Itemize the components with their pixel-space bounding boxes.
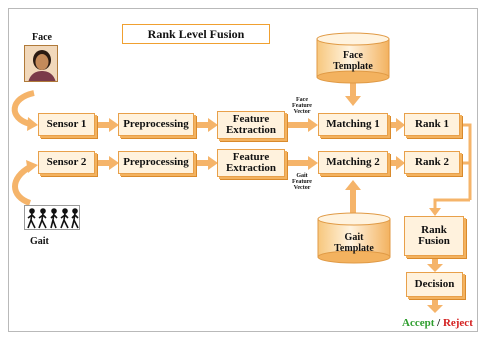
matching-1-box: Matching 1 (318, 113, 388, 136)
arrow-ranks-to-fusion (433, 123, 472, 210)
preprocessing-1-label: Preprocessing (123, 118, 189, 130)
sensor-1-label: Sensor 1 (46, 118, 87, 130)
arrow-preprocessing2-to-feature (194, 156, 218, 170)
arrow-head-fusion (429, 208, 441, 216)
face-template-cylinder (316, 32, 390, 84)
matching-2-box: Matching 2 (318, 151, 388, 174)
arrow-matching1-to-rank1 (388, 118, 405, 132)
gait-feature-vector-label: Gait Feature Vector (290, 173, 314, 191)
face-vector-line1: Face (296, 97, 308, 103)
arrow-matching2-to-rank2 (388, 156, 405, 170)
face-portrait-icon (25, 46, 57, 81)
arrow-sensor2-to-preprocessing (95, 156, 119, 170)
rank-2-label: Rank 2 (415, 156, 449, 168)
feature-extraction-1-line2: Extraction (225, 124, 277, 136)
feature-extraction-1-box: Feature Extraction (217, 111, 285, 139)
diagram-title: Rank Level Fusion (122, 24, 270, 44)
gait-vector-line2: Feature (292, 179, 312, 185)
rank-2-box: Rank 2 (404, 151, 460, 174)
face-label: Face (32, 32, 52, 43)
walking-figures-icon (27, 208, 79, 229)
feature-extraction-1-line1: Feature (232, 113, 270, 125)
accept-label: Accept (402, 317, 435, 329)
preprocessing-2-box: Preprocessing (118, 151, 194, 174)
reject-label: Reject (442, 317, 473, 329)
arrow-feature2-to-matching (286, 156, 318, 170)
arrow-preprocessing1-to-feature (194, 118, 218, 132)
arrow-feature1-to-matching (286, 118, 318, 132)
gait-template-line1: Gait (344, 232, 364, 243)
arrow-decision-to-result (427, 297, 443, 313)
face-vector-line2: Feature (292, 103, 312, 109)
rank-fusion-box: Rank Fusion (404, 216, 464, 256)
arrow-sensor1-to-preprocessing (95, 118, 119, 132)
feature-extraction-2-line1: Feature (232, 151, 270, 163)
diagram-frame (8, 8, 478, 332)
gait-label: Gait (30, 236, 49, 247)
gait-template-line2: Template (334, 243, 374, 254)
preprocessing-1-box: Preprocessing (118, 113, 194, 136)
decision-box: Decision (406, 272, 463, 297)
gait-template-cylinder (317, 212, 391, 264)
sensor-2-label: Sensor 2 (46, 156, 87, 168)
face-photo (24, 45, 58, 82)
face-feature-vector-label: Face Feature Vector (290, 97, 314, 115)
curved-arrow-face-to-sensor1 (11, 90, 38, 131)
decision-label: Decision (414, 278, 455, 290)
decision-result: Accept / Reject (402, 317, 473, 329)
result-separator: / (434, 317, 443, 329)
rank-1-box: Rank 1 (404, 113, 460, 136)
gait-vector-line1: Gait (296, 173, 308, 179)
face-template-label: Face Template (317, 50, 389, 72)
matching-1-label: Matching 1 (326, 118, 380, 130)
arrow-face-template-to-matching1 (345, 82, 361, 106)
arrow-fusion-to-decision (427, 256, 443, 272)
rank-fusion-line1: Rank (421, 224, 447, 236)
sensor-2-box: Sensor 2 (38, 151, 95, 174)
feature-extraction-2-box: Feature Extraction (217, 149, 285, 177)
face-template-line1: Face (343, 50, 363, 61)
matching-2-label: Matching 2 (326, 156, 380, 168)
rank-1-label: Rank 1 (415, 118, 449, 130)
gait-template-label: Gait Template (318, 232, 390, 254)
rank-fusion-line2: Fusion (418, 235, 450, 247)
sensor-1-box: Sensor 1 (38, 113, 95, 136)
curved-arrow-gait-to-sensor2 (12, 160, 38, 206)
arrow-gait-template-to-matching2 (345, 180, 361, 214)
face-vector-line3: Vector (293, 109, 311, 115)
gait-vector-line3: Vector (293, 185, 311, 191)
preprocessing-2-label: Preprocessing (123, 156, 189, 168)
face-template-line2: Template (333, 61, 373, 72)
feature-extraction-2-line2: Extraction (225, 162, 277, 174)
gait-image-strip (24, 205, 80, 230)
